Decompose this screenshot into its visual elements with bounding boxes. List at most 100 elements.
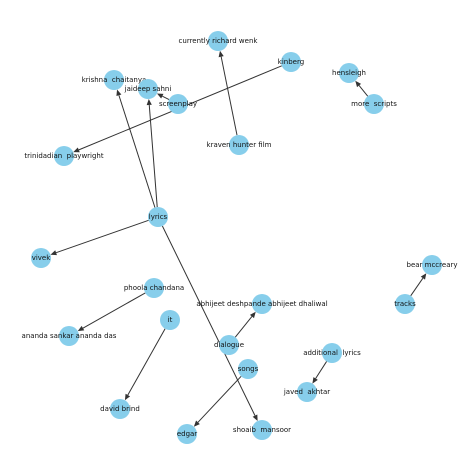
node-screenplay: screenplay	[159, 94, 197, 114]
node-songs: songs	[238, 359, 259, 379]
arrow-head	[420, 273, 427, 280]
node-label: currently richard wenk	[179, 37, 259, 45]
node-circle	[208, 31, 228, 51]
node-jaideep: jaideep sahni	[124, 79, 171, 99]
node-circle	[422, 255, 442, 275]
node-label: kinberg	[278, 58, 304, 66]
node-circle	[339, 63, 359, 83]
node-tracks: tracks	[394, 294, 416, 314]
node-circle	[160, 310, 180, 330]
arrow-head	[77, 325, 85, 332]
arrow-head	[355, 80, 362, 88]
arrow-head	[312, 377, 318, 384]
arrow-head	[218, 50, 224, 58]
node-davidbrind: david brind	[100, 399, 140, 419]
node-circle	[252, 420, 272, 440]
node-label: lyrics	[149, 213, 168, 221]
edge-line	[55, 219, 149, 254]
node-edgar: edgar	[177, 424, 197, 444]
node-javed: javed akhtar	[283, 382, 330, 402]
node-phoola: phoola chandana	[124, 278, 184, 298]
node-trinidadian: trinidadian playwright	[24, 146, 104, 166]
node-label: abhijeet deshpande abhijeet dhaliwal	[196, 300, 327, 308]
edge-line	[148, 104, 158, 208]
node-label: krishna chaitanya	[82, 76, 147, 84]
node-label: tracks	[394, 300, 416, 308]
edge-line	[358, 85, 369, 97]
node-circle	[54, 146, 74, 166]
node-circle	[364, 94, 384, 114]
node-label: songs	[238, 365, 259, 373]
node-label: it	[168, 316, 173, 324]
edge-line	[127, 328, 166, 396]
node-label: more scripts	[351, 100, 397, 108]
node-additional: additional lyrics	[303, 343, 361, 363]
node-abhijeet: abhijeet deshpande abhijeet dhaliwal	[196, 294, 328, 314]
node-label: edgar	[177, 430, 197, 438]
node-circle	[281, 52, 301, 72]
edge-line	[315, 361, 328, 379]
node-shoaib: shoaib mansoor	[233, 420, 291, 440]
node-circle	[168, 94, 188, 114]
edge-phoola-ananda	[77, 292, 146, 332]
edge-line	[162, 95, 170, 100]
node-kraven: kraven hunter film	[207, 135, 272, 155]
node-circle	[252, 294, 272, 314]
edge-dialogue-abhijeet	[234, 311, 256, 338]
node-circle	[104, 70, 124, 90]
node-circle	[138, 79, 158, 99]
edge-lyrics-krishna	[116, 89, 156, 208]
node-circle	[229, 135, 249, 155]
arrow-head	[116, 89, 122, 97]
node-label: david brind	[100, 405, 140, 413]
node-lyrics: lyrics	[148, 207, 168, 227]
arrow-head	[249, 311, 256, 319]
arrow-head	[50, 250, 57, 256]
node-label: shoaib mansoor	[233, 426, 291, 434]
node-label: vivek	[32, 254, 52, 262]
node-hensleigh: hensleigh	[332, 63, 366, 83]
edge-line	[82, 292, 146, 329]
edge-it-davidbrind	[124, 328, 166, 401]
node-circle	[297, 382, 317, 402]
edge-kraven-currently	[218, 50, 238, 136]
node-bear: bear mccreary	[407, 255, 458, 275]
node-circle	[322, 343, 342, 363]
arrow-head	[73, 147, 80, 153]
edge-tracks-bear	[410, 273, 427, 297]
edge-morescripts-hensleigh	[355, 80, 369, 97]
node-circle	[110, 399, 130, 419]
arrow-head	[156, 93, 164, 99]
node-label: javed akhtar	[283, 388, 330, 396]
node-label: trinidadian playwright	[24, 152, 103, 160]
node-circle	[59, 326, 79, 346]
node-krishna: krishna chaitanya	[82, 70, 147, 90]
node-label: phoola chandana	[124, 284, 184, 292]
node-ananda: ananda sankar ananda das	[22, 326, 117, 346]
node-label: bear mccreary	[407, 261, 458, 269]
edge-songs-edgar	[193, 375, 242, 427]
node-kinberg: kinberg	[278, 52, 304, 72]
node-vivek: vivek	[31, 248, 51, 268]
edge-lyrics-shoaib	[161, 225, 258, 422]
arrow-head	[252, 414, 258, 422]
node-circle	[238, 359, 258, 379]
node-circle	[148, 207, 168, 227]
node-it: it	[160, 310, 180, 330]
node-circle	[177, 424, 197, 444]
node-circle	[144, 278, 164, 298]
edge-line	[118, 95, 156, 208]
edge-line	[410, 277, 424, 297]
node-label: ananda sankar ananda das	[22, 332, 117, 340]
edge-additional-javed	[312, 361, 328, 384]
edge-line	[234, 316, 253, 338]
node-label: hensleigh	[332, 69, 366, 77]
edge-line	[197, 375, 242, 423]
node-circle	[395, 294, 415, 314]
arrow-head	[146, 98, 152, 106]
node-dialogue: dialogue	[214, 335, 244, 355]
edge-line	[220, 56, 238, 136]
arrow-head	[124, 393, 131, 401]
